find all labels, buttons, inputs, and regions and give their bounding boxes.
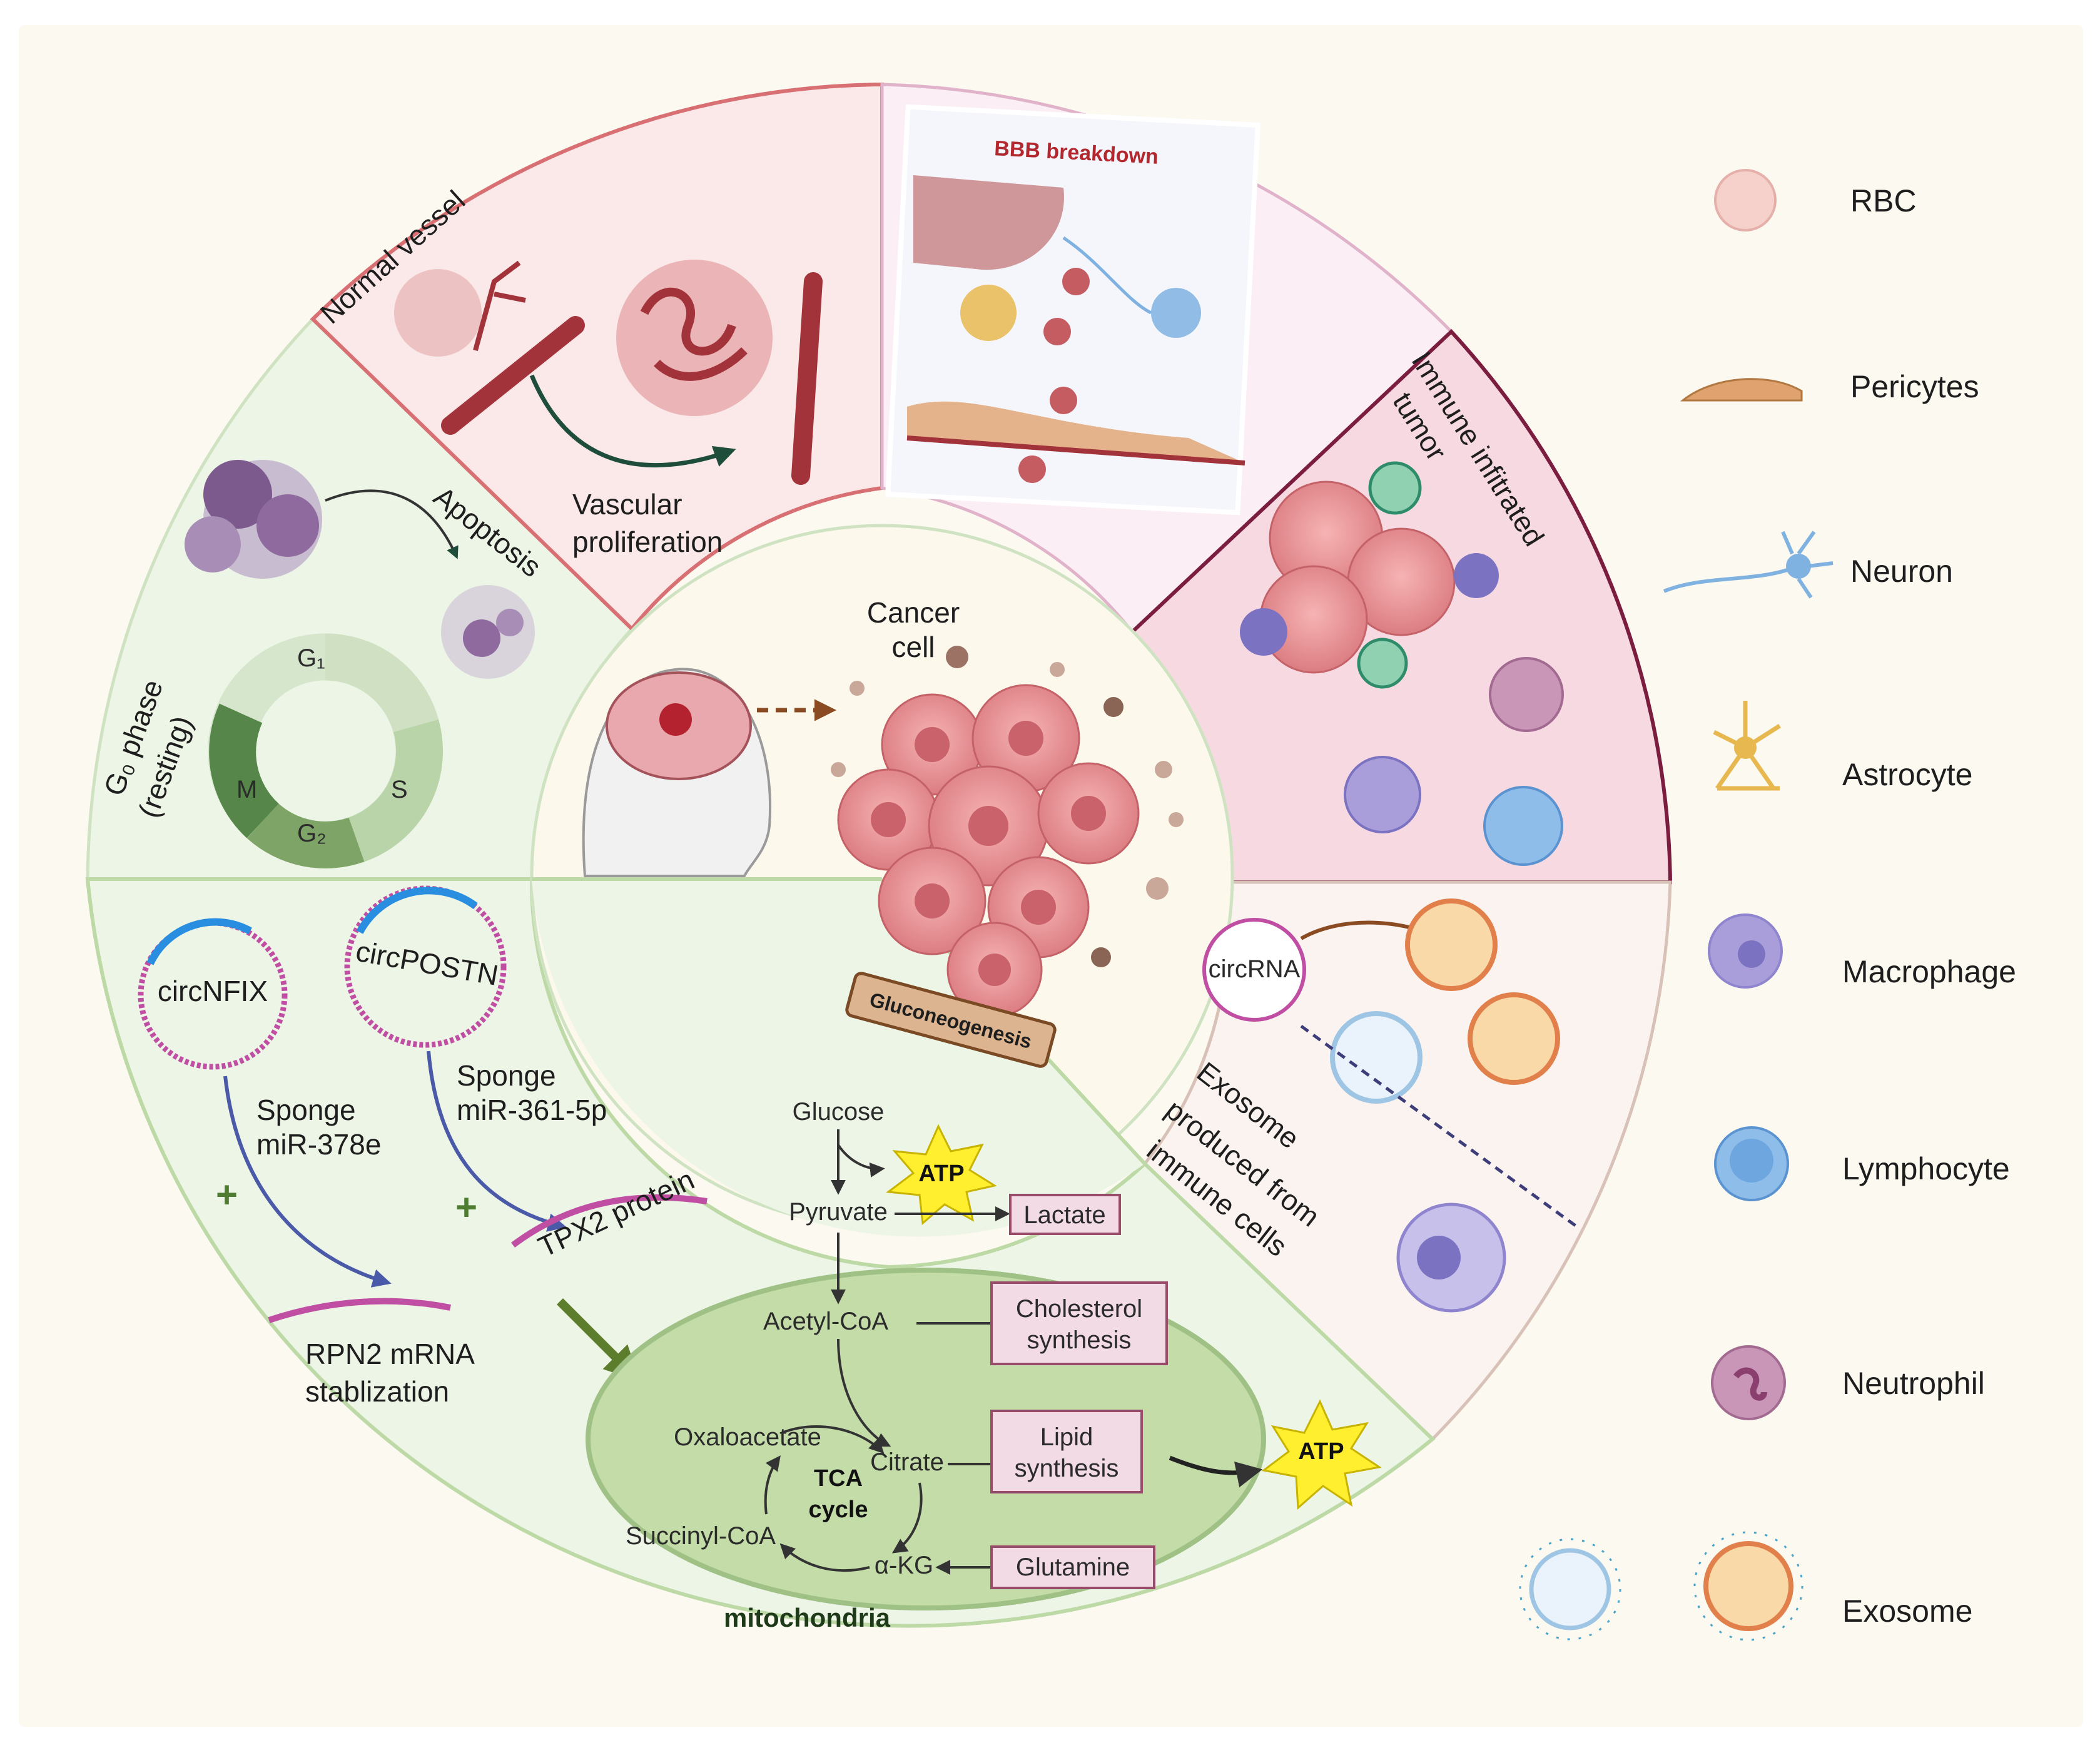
immune-tumor-cluster xyxy=(1240,461,1499,689)
apoptotic-cells-icon xyxy=(441,585,535,679)
circnfix-label: circNFIX xyxy=(158,975,268,1007)
glutamine-label: Glutamine xyxy=(1016,1554,1130,1581)
bbb-section: BBB breakdown xyxy=(885,104,1261,516)
lipid-line2: synthesis xyxy=(1015,1455,1119,1482)
cycle-g1-label: G₁ xyxy=(297,644,325,672)
cycle-m-label: M xyxy=(236,776,257,803)
cycle-g2-label: G₂ xyxy=(297,820,327,847)
cell-cycle-section: Apoptosis G₁ S G₂ M G₀ phase (resting) xyxy=(98,460,547,868)
legend-label-lymphocyte: Lymphocyte xyxy=(1842,1151,2010,1186)
lactate-label: Lactate xyxy=(1023,1201,1105,1229)
exosome-legend-icon-2 xyxy=(1693,1531,1803,1641)
cell-cycle-ring: G₁ S G₂ M xyxy=(208,633,444,868)
plus-1: + xyxy=(216,1174,238,1216)
legend-label-neutrophil: Neutrophil xyxy=(1842,1366,1985,1401)
rpn2-line1: RPN2 mRNA xyxy=(305,1338,475,1370)
cholesterol-box xyxy=(990,1281,1168,1365)
cancer-cell-cluster xyxy=(837,684,1140,1018)
vascular-arrow xyxy=(529,374,736,467)
legend-label-exosome: Exosome xyxy=(1842,1594,1972,1629)
neutrophil-legend-icon xyxy=(1711,1345,1786,1420)
exosome-legend-icon-1 xyxy=(1519,1538,1621,1641)
exosome-3-icon xyxy=(1468,992,1560,1085)
rbc-icon xyxy=(1714,169,1777,231)
normal-vessel-icon xyxy=(394,260,585,435)
citrate-label: Citrate xyxy=(870,1448,944,1476)
sponge2-line2: miR-361-5p xyxy=(457,1094,607,1126)
pyruvate-label: Pyruvate xyxy=(789,1198,888,1226)
segment-vascular xyxy=(310,82,884,632)
neutrophil-icon xyxy=(1489,657,1564,732)
legend-item-exosome: Exosome xyxy=(1519,1531,1972,1641)
sponge2-line1: Sponge xyxy=(457,1059,556,1092)
atp-label-2: ATP xyxy=(1298,1438,1344,1465)
lipid-box xyxy=(990,1410,1143,1493)
legend-label-rbc: RBC xyxy=(1850,183,1917,218)
sponge1-line1: Sponge xyxy=(256,1094,356,1126)
atp-burst-2 xyxy=(1261,1399,1382,1510)
legend-item-macrophage: Macrophage xyxy=(1708,913,2016,989)
bbb-illustration xyxy=(906,175,1245,483)
vascular-label-line2: proliferation xyxy=(572,526,723,558)
circrna-label: circRNA xyxy=(1209,955,1301,983)
cholesterol-line2: synthesis xyxy=(1027,1326,1132,1354)
exosome-1-icon xyxy=(1405,898,1498,991)
lymphocyte-icon xyxy=(1483,786,1563,866)
glutamine-box xyxy=(990,1545,1155,1589)
circpostn-arrow xyxy=(427,1051,567,1232)
cholesterol-line1: Cholesterol xyxy=(1016,1295,1142,1323)
sponge1-line2: miR-378e xyxy=(256,1128,381,1161)
neuron-icon xyxy=(1663,531,1834,599)
metabolism-section: circNFIX circPOSTN Sponge miR-378e Spong… xyxy=(138,885,1382,1632)
atp-label-1: ATP xyxy=(918,1161,964,1187)
legend-item-neuron: Neuron xyxy=(1663,531,1953,599)
plus-2: + xyxy=(455,1186,477,1228)
center-content: Cancer cell xyxy=(582,596,1184,1018)
rpn2-mrna-icon xyxy=(268,1298,451,1323)
atp-burst-1 xyxy=(886,1124,997,1225)
lipid-line1: Lipid xyxy=(1040,1423,1093,1451)
tca-line2: cycle xyxy=(808,1497,868,1523)
succinyl-coa-label: Succinyl-CoA xyxy=(626,1522,776,1550)
tumor-cluster-icon xyxy=(185,460,322,579)
legend-item-pericytes: Pericytes xyxy=(1680,369,1979,404)
vesicle-dots xyxy=(831,646,1184,967)
legend-item-neutrophil: Neutrophil xyxy=(1711,1345,1985,1420)
tpx2-protein-icon xyxy=(511,1194,708,1248)
acetyl-coa-label: Acetyl-CoA xyxy=(763,1308,888,1335)
mitochondria-label: mitochondria xyxy=(724,1603,891,1632)
legend-label-neuron: Neuron xyxy=(1850,554,1953,589)
legend-item-lymphocyte: Lymphocyte xyxy=(1714,1126,2010,1201)
tca-line1: TCA xyxy=(814,1465,863,1492)
macrophage-icon xyxy=(1344,756,1421,833)
legend-label-astrocyte: Astrocyte xyxy=(1842,757,1972,792)
glucose-label: Glucose xyxy=(793,1098,885,1126)
vascular-label-line1: Vascular xyxy=(572,488,682,521)
legend-item-astrocyte: Astrocyte xyxy=(1713,701,1972,792)
pericyte-icon xyxy=(1680,378,1803,402)
astrocyte-icon xyxy=(1713,701,1781,791)
cycle-s-label: S xyxy=(391,776,408,803)
legend-label-pericytes: Pericytes xyxy=(1850,369,1979,404)
center-title-line1: Cancer xyxy=(867,596,960,629)
center-title-line2: cell xyxy=(891,631,935,663)
lactate-box xyxy=(1009,1194,1121,1235)
circnfix-arrow xyxy=(223,1076,392,1288)
metabolism-inner-wedge xyxy=(532,879,1145,1237)
rpn2-line2: stablization xyxy=(305,1375,449,1408)
circpostn-icon xyxy=(344,885,507,1048)
circrna-icon xyxy=(1202,918,1306,1022)
exosome-divider xyxy=(1300,1024,1578,1228)
head-icon xyxy=(582,668,771,877)
exosome-2-icon xyxy=(1330,1011,1423,1104)
akg-label: α-KG xyxy=(875,1552,933,1579)
legend-label-macrophage: Macrophage xyxy=(1842,954,2016,989)
legend: RBC Pericytes Neuron Astrocyte Macrophag… xyxy=(1519,169,2016,1641)
apoptosis-arrow xyxy=(325,489,459,559)
tumor-vessel-icon xyxy=(616,260,823,485)
legend-item-rbc: RBC xyxy=(1714,169,1917,231)
